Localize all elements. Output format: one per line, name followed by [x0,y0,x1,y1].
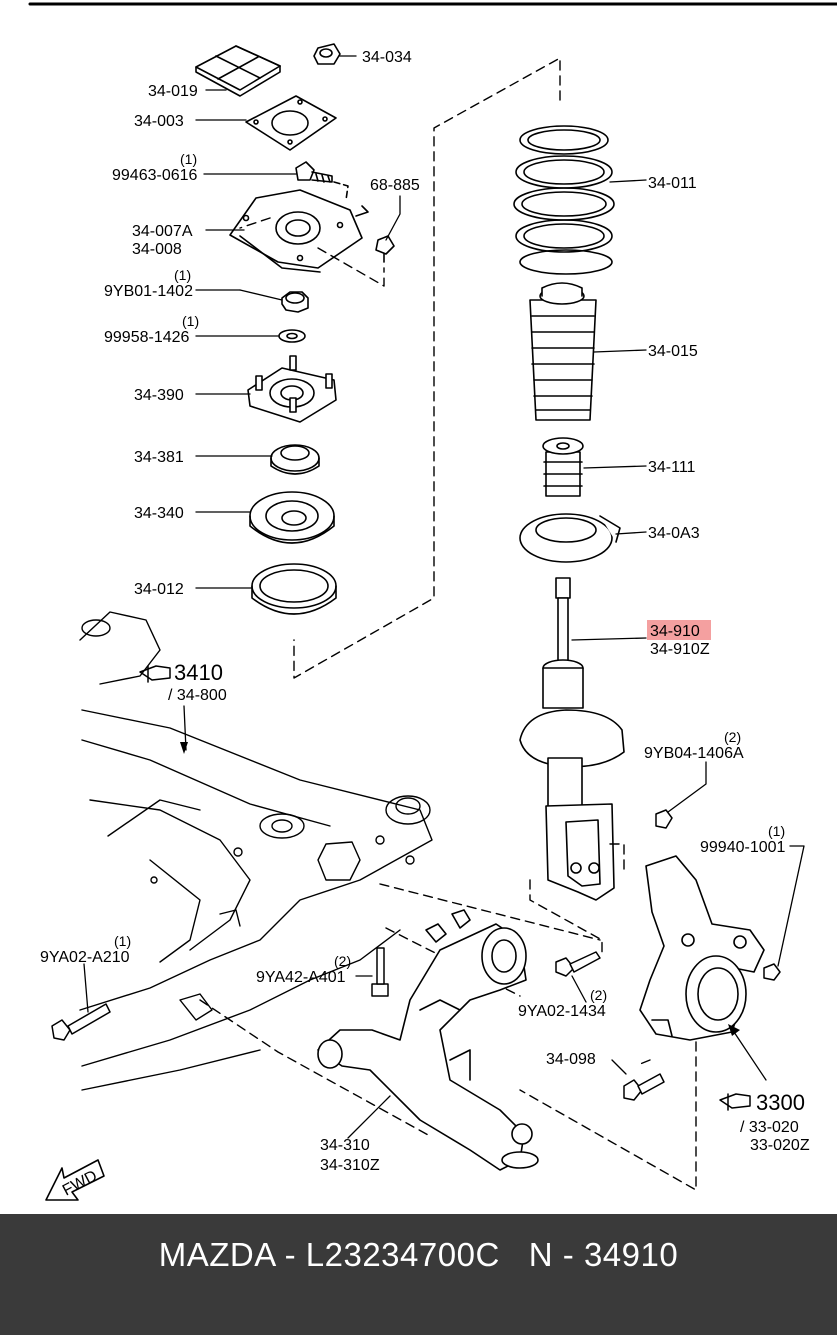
label-99958-1426: 99958-1426 [104,329,190,346]
arrow-head [180,742,188,754]
label-ref-33-020: / 33-020 [740,1119,799,1136]
reference-hand-icon [139,665,171,683]
label-34-111: 34-111 [648,459,696,476]
label-34-0a3: 34-0A3 [648,525,700,542]
label-34-340: 34-340 [134,505,184,522]
lower-arm [317,909,539,1171]
parts-diagram: 34-034 34-019 34-003 (1) 99463-0616 68-8… [28,2,837,1201]
assembly-dash-lines [239,57,561,679]
label-qty: (1) [174,267,191,283]
label-34-012: 34-012 [134,581,184,598]
label-99463-0616: 99463-0616 [112,167,198,184]
label-68-885: 68-885 [370,177,420,194]
label-9ya42-a401: 9YA42-A401 [256,969,346,986]
label-34-381: 34-381 [134,449,184,466]
highlight-box [647,620,711,640]
label-9ya02-1434: 9YA02-1434 [518,1003,606,1020]
fwd-arrow-icon [45,1159,105,1201]
label-34-098: 34-098 [546,1051,596,1068]
label-34-034: 34-034 [362,49,412,66]
label-34-390: 34-390 [134,387,184,404]
label-99940-1001: 99940-1001 [700,839,786,856]
label-qty: (1) [114,933,131,949]
label-qty: (1) [180,151,197,167]
label-34-007a: 34-007A [132,223,193,240]
label-ref-3410: 3410 [174,660,223,685]
label-34-008: 34-008 [132,241,182,258]
label-34-910z: 34-910Z [650,641,710,658]
footer-bar: MAZDA - L23234700C N - 34910 [0,1214,837,1335]
label-qty: (1) [768,823,785,839]
label-ref-3300: 3300 [756,1090,805,1115]
label-34-310z: 34-310Z [320,1157,380,1174]
label-ref-34-800: / 34-800 [168,687,227,704]
fasteners [51,809,781,1101]
reference-hand-icon [719,1093,751,1111]
steering-knuckle [639,855,765,1041]
arrow-head [728,1024,740,1036]
label-34-310: 34-310 [320,1137,370,1154]
label-qty: (2) [590,987,607,1003]
upper-mount-parts [195,43,395,615]
label-34-011: 34-011 [648,175,697,192]
strut-assembly [513,125,625,901]
label-9ya02-a210: 9YA02-A210 [40,949,130,966]
label-34-019: 34-019 [148,83,198,100]
label-9yb01-1402: 9YB01-1402 [104,283,193,300]
label-34-910: 34-910 [650,623,700,640]
part-labels: 34-034 34-019 34-003 (1) 99463-0616 68-8… [40,49,810,1200]
label-9yb04-1406a: 9YB04-1406A [644,745,744,762]
part-number-caption: MAZDA - L23234700C N - 34910 [158,1236,679,1273]
label-qty: (1) [182,313,199,329]
label-34-003: 34-003 [134,113,184,130]
label-qty: (2) [724,729,741,745]
label-34-015: 34-015 [648,343,698,360]
subframe-3410 [79,611,433,1091]
label-ref-33-020z: 33-020Z [750,1137,810,1154]
label-qty: (2) [334,953,351,969]
